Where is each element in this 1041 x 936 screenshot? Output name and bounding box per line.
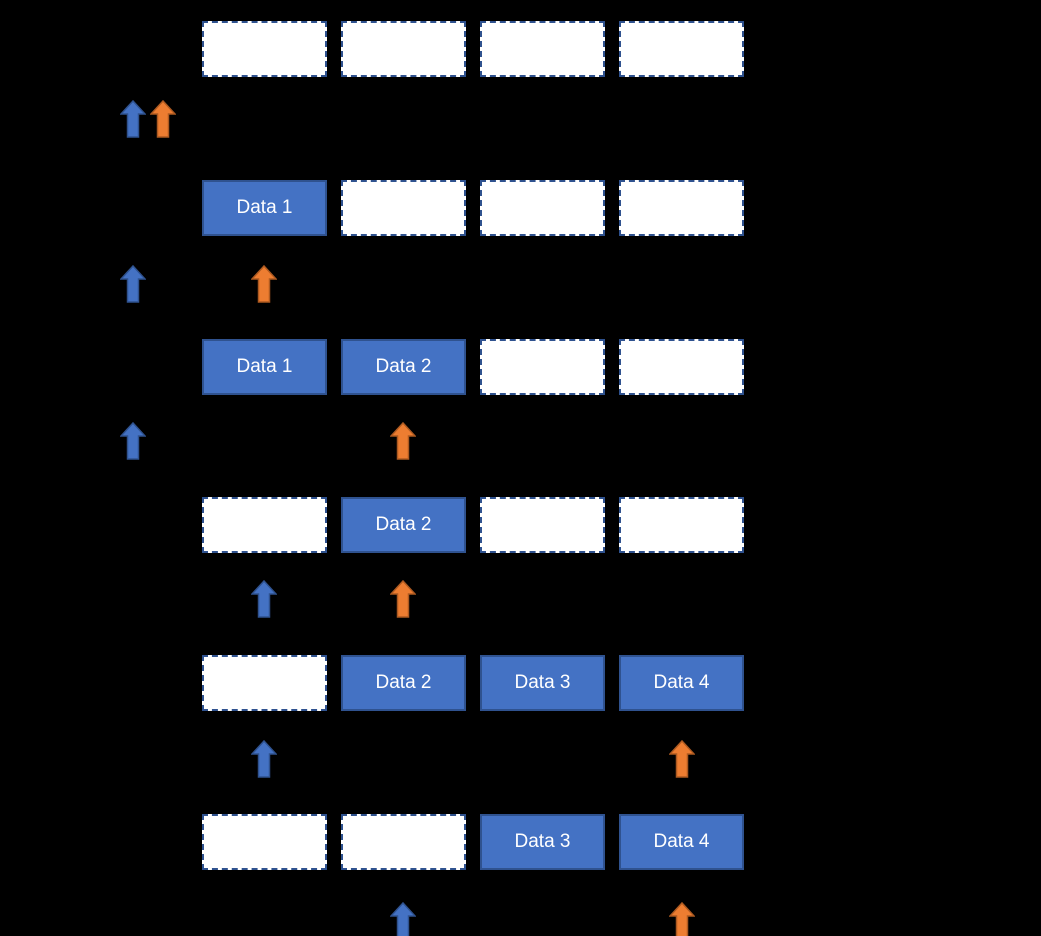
- buffer-slot-label: Data 1: [236, 356, 293, 377]
- buffer-slot: [619, 21, 744, 77]
- pointer-arrow-band-5: [0, 740, 1041, 778]
- buffer-slot: Data 4: [619, 655, 744, 711]
- buffer-slot: [480, 497, 605, 553]
- orange-up-arrow-icon: [150, 100, 176, 138]
- buffer-slot: [480, 180, 605, 236]
- orange-up-arrow-icon: [669, 740, 695, 778]
- buffer-slot-label: Data 2: [375, 672, 432, 693]
- buffer-state-row-1: [202, 21, 744, 77]
- buffer-state-row-2: Data 1: [202, 180, 744, 236]
- buffer-slot-label: Data 1: [236, 197, 293, 218]
- buffer-slot-label: Data 3: [514, 672, 571, 693]
- buffer-slot: [619, 180, 744, 236]
- pointer-arrow-band-4: [0, 580, 1041, 618]
- pointer-arrow-band-1: [0, 100, 1041, 138]
- blue-up-arrow-icon: [251, 580, 277, 618]
- buffer-slot: [480, 21, 605, 77]
- buffer-slot-label: Data 4: [653, 672, 710, 693]
- buffer-slot-label: Data 2: [375, 514, 432, 535]
- buffer-slot: Data 4: [619, 814, 744, 870]
- blue-up-arrow-icon: [120, 265, 146, 303]
- buffer-slot: [619, 339, 744, 395]
- buffer-slot: [341, 814, 466, 870]
- buffer-slot: [202, 814, 327, 870]
- buffer-slot: [341, 180, 466, 236]
- pointer-arrow-band-2: [0, 265, 1041, 303]
- pointer-arrow-band-3: [0, 422, 1041, 460]
- buffer-slot: Data 2: [341, 339, 466, 395]
- buffer-slot-label: Data 3: [514, 831, 571, 852]
- buffer-slot: [202, 497, 327, 553]
- buffer-slot: Data 1: [202, 180, 327, 236]
- buffer-slot: [202, 21, 327, 77]
- buffer-slot: Data 1: [202, 339, 327, 395]
- buffer-slot-label: Data 4: [653, 831, 710, 852]
- buffer-state-row-3: Data 1 Data 2: [202, 339, 744, 395]
- buffer-slot: [202, 655, 327, 711]
- pointer-arrow-band-6: [0, 902, 1041, 936]
- blue-up-arrow-icon: [120, 422, 146, 460]
- buffer-slot: Data 3: [480, 814, 605, 870]
- buffer-slot: Data 2: [341, 655, 466, 711]
- buffer-slot-label: Data 2: [375, 356, 432, 377]
- buffer-state-row-6: Data 3 Data 4: [202, 814, 744, 870]
- buffer-state-row-5: Data 2 Data 3 Data 4: [202, 655, 744, 711]
- buffer-slot: Data 3: [480, 655, 605, 711]
- orange-up-arrow-icon: [390, 580, 416, 618]
- buffer-slot: [341, 21, 466, 77]
- buffer-state-row-4: Data 2: [202, 497, 744, 553]
- blue-up-arrow-icon: [251, 740, 277, 778]
- buffer-slot: [619, 497, 744, 553]
- buffer-slot: Data 2: [341, 497, 466, 553]
- buffer-slot: [480, 339, 605, 395]
- blue-up-arrow-icon: [120, 100, 146, 138]
- orange-up-arrow-icon: [251, 265, 277, 303]
- blue-up-arrow-icon: [390, 902, 416, 936]
- orange-up-arrow-icon: [390, 422, 416, 460]
- orange-up-arrow-icon: [669, 902, 695, 936]
